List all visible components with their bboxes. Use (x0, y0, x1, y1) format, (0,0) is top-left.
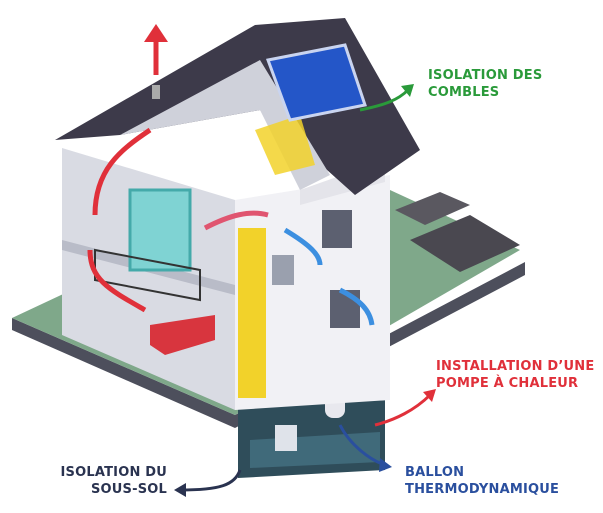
window (330, 290, 360, 328)
label-attic-insulation: ISOLATION DES COMBLES (428, 67, 542, 101)
label-water-heater: BALLON THERMODYNAMIQUE (405, 464, 559, 498)
yellow-insulation (238, 228, 266, 398)
label-line: BALLON (405, 465, 465, 480)
water-heater-arrow-head (379, 458, 392, 472)
heat-flow-arrow (87, 249, 147, 313)
air-flow-arc (283, 227, 323, 266)
label-heat-pump: INSTALLATION D’UNE POMPE À CHALEUR (436, 358, 594, 392)
attic-arrow (359, 88, 410, 112)
window (128, 188, 192, 272)
garden-bed (395, 192, 470, 225)
heat-flow-arrow (92, 127, 152, 216)
basement-arrow-head (174, 483, 186, 497)
air-flow-arc (338, 287, 375, 326)
window (322, 210, 352, 248)
solar-panel (265, 43, 367, 122)
label-line: THERMODYNAMIQUE (405, 482, 560, 497)
washing-machine (275, 425, 297, 451)
label-line: COMBLES (428, 85, 500, 100)
label-line: ISOLATION DES (428, 68, 543, 83)
basement-arrow (179, 469, 242, 492)
label-basement-insulation: ISOLATION DU SOUS-SOL (55, 464, 167, 498)
air-flow-arc (203, 210, 269, 231)
vent (152, 85, 160, 99)
label-line: SOUS-SOL (90, 482, 167, 497)
window (272, 255, 294, 285)
attic-insulation (255, 115, 315, 175)
garden-bed (410, 215, 520, 272)
label-line: ISOLATION DU (60, 465, 167, 480)
roof-underside (120, 60, 330, 190)
label-line: INSTALLATION D’UNE (436, 359, 595, 374)
heat-flow-arrow-head (144, 24, 168, 42)
label-line: POMPE À CHALEUR (436, 376, 579, 391)
sofa (150, 315, 215, 355)
heat-pump-arrow (374, 393, 432, 427)
heat-pump-arrow-head (423, 389, 436, 402)
attic-arrow-head (401, 84, 414, 97)
